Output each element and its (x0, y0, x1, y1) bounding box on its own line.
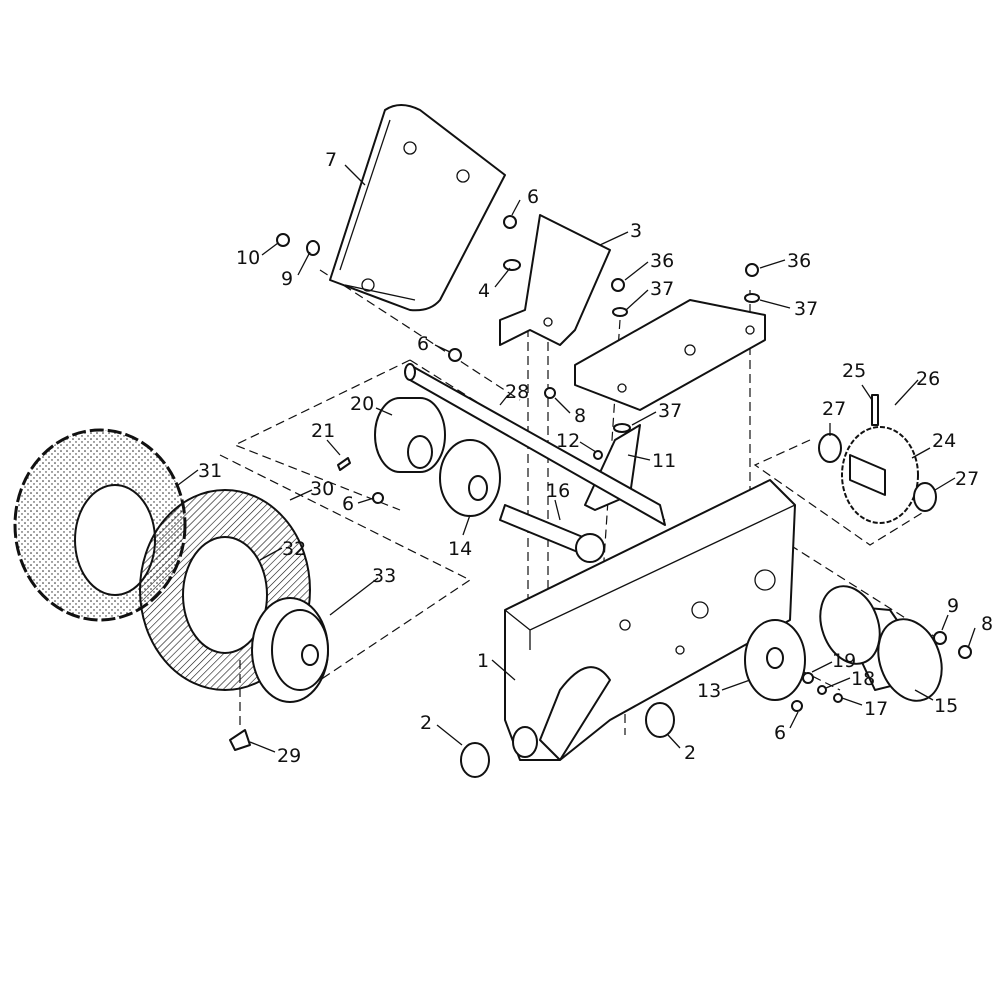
callout-9: 9 (947, 595, 959, 617)
callout-9: 9 (281, 268, 293, 290)
callout-12: 12 (556, 430, 580, 452)
callout-17: 17 (864, 698, 888, 720)
callout-26: 26 (916, 368, 940, 390)
callout-20: 20 (350, 393, 374, 415)
callout-27: 27 (955, 468, 979, 490)
callout-7: 7 (325, 149, 337, 171)
callout-14: 14 (448, 538, 472, 560)
callout-18: 18 (851, 668, 875, 690)
mounting-plate (574, 299, 766, 411)
frame-1 (504, 479, 796, 761)
callout-6: 6 (417, 333, 429, 355)
callout-21: 21 (311, 420, 335, 442)
callout-labels: 7 6 3 10 9 36 4 37 36 37 6 28 8 25 26 20… (198, 149, 993, 767)
shaft-28 (404, 363, 666, 526)
flange-14 (439, 439, 501, 517)
callout-28: 28 (505, 381, 529, 403)
callout-6: 6 (342, 493, 354, 515)
callout-29: 29 (277, 745, 301, 767)
bushing-2-left (460, 742, 490, 778)
leader-lines (177, 164, 976, 753)
pin-29 (229, 729, 251, 751)
callout-25: 25 (842, 360, 866, 382)
fasteners (276, 215, 972, 712)
bushing-2-right (645, 702, 675, 738)
cylinder-15 (819, 585, 943, 702)
callout-4: 4 (478, 280, 490, 302)
callout-1: 1 (477, 650, 489, 672)
callout-37: 37 (650, 278, 674, 300)
callout-2: 2 (420, 712, 432, 734)
rim-33 (251, 597, 329, 703)
callout-3: 3 (630, 220, 642, 242)
callout-15: 15 (934, 695, 958, 717)
callout-10: 10 (236, 247, 260, 269)
callout-30: 30 (310, 478, 334, 500)
callout-27: 27 (822, 398, 846, 420)
sprocket-24 (818, 394, 937, 524)
callout-33: 33 (372, 565, 396, 587)
callout-31: 31 (198, 460, 222, 482)
callout-36: 36 (650, 250, 674, 272)
callout-37: 37 (658, 400, 682, 422)
callout-2: 2 (684, 742, 696, 764)
callout-8: 8 (981, 613, 993, 635)
disc-13 (744, 619, 806, 701)
shaft-16 (499, 504, 605, 563)
callout-32: 32 (282, 538, 306, 560)
callout-11: 11 (652, 450, 676, 472)
callout-37: 37 (794, 298, 818, 320)
callout-36: 36 (787, 250, 811, 272)
pulley-20 (374, 397, 446, 473)
cover-plate-7 (329, 104, 506, 312)
callout-16: 16 (546, 480, 570, 502)
callout-6: 6 (774, 722, 786, 744)
callout-24: 24 (932, 430, 956, 452)
callout-19: 19 (832, 650, 856, 672)
bracket-3 (499, 214, 611, 346)
callout-13: 13 (697, 680, 721, 702)
callout-6: 6 (527, 186, 539, 208)
callout-8: 8 (574, 405, 586, 427)
